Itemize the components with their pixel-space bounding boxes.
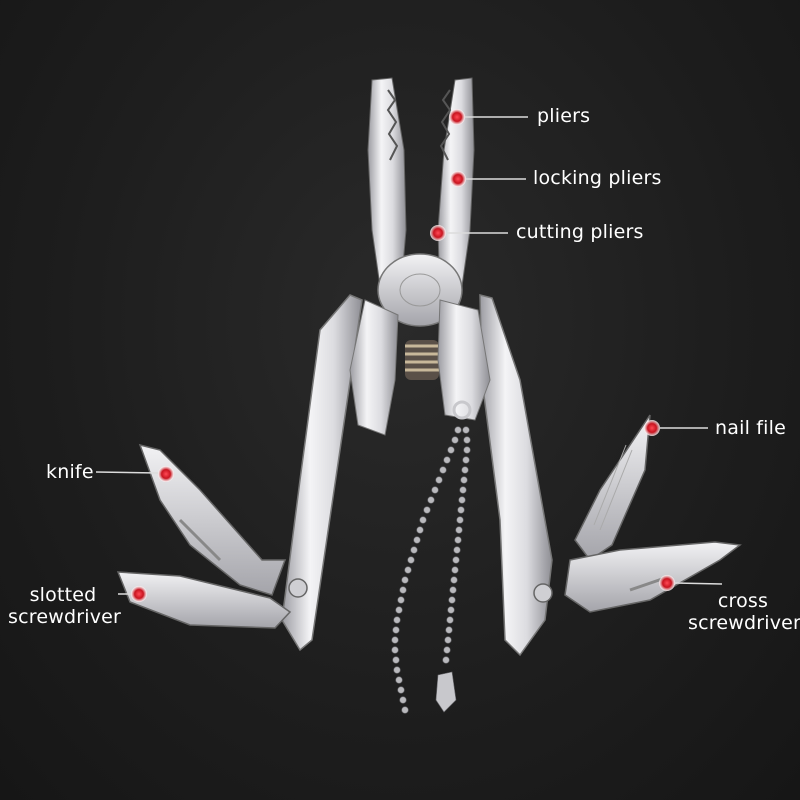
label-cross-screwdriver: cross screwdriver [688,590,800,634]
plier-jaws [367,77,475,301]
slotted-screwdriver-blade [116,571,292,629]
marker-pliers [449,109,465,125]
right-rivet [533,583,553,603]
left-inner-arm [349,299,399,436]
label-slotted-screwdriver-line-2: screwdriver [8,606,122,628]
label-cross-screwdriver-line-2: screwdriver [688,612,800,634]
label-locking-pliers: locking pliers [533,167,662,189]
right-handle [479,294,553,657]
red-markers [131,109,675,602]
marker-nail-file [644,420,660,436]
label-cross-screwdriver-line-1: cross [717,590,769,612]
marker-knife [158,466,174,482]
nail-file-blade [574,414,651,562]
label-nail-file: nail file [715,417,787,439]
marker-locking-pliers [450,171,466,187]
label-slotted-screwdriver-line-1: slotted [29,584,97,606]
spring [405,340,439,380]
knife-blade [138,443,287,596]
cross-screwdriver-blade [564,541,742,613]
label-cutting-pliers: cutting pliers [516,221,644,243]
marker-cross-screwdriver [659,575,675,591]
label-pliers: pliers [537,105,591,127]
left-rivet [288,578,308,598]
marker-slotted-screwdriver [131,586,147,602]
label-slotted-screwdriver: slotted screwdriver [8,584,122,628]
marker-cutting-pliers [430,225,446,241]
leader-lines [95,116,723,595]
right-inner-arm [437,299,491,421]
ball-chain [391,400,472,714]
label-knife: knife [46,461,94,483]
